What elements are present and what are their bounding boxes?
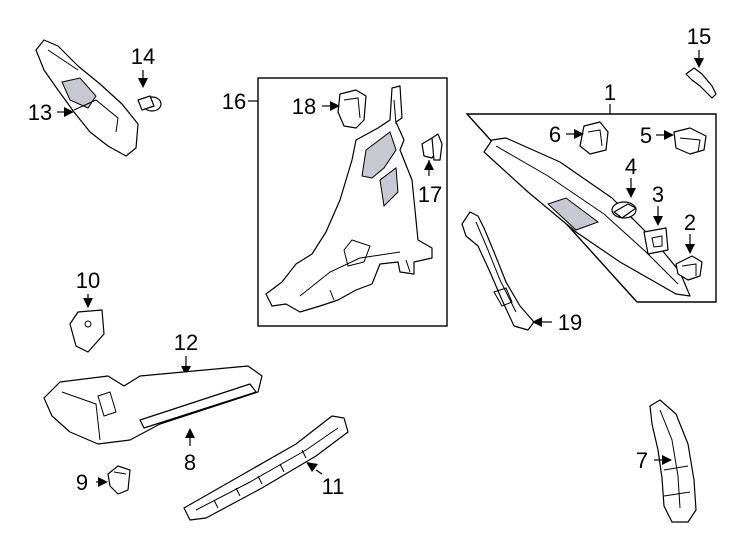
part-4-screw — [611, 178, 637, 219]
callout-1: 1 — [604, 80, 616, 105]
callout-16: 16 — [222, 89, 246, 114]
callout-6: 6 — [549, 122, 561, 147]
part-13-upper-trim — [35, 39, 139, 157]
callout-4: 4 — [625, 154, 637, 179]
part-3-pad — [643, 206, 669, 255]
part-9-clip — [96, 465, 131, 495]
callout-17: 17 — [418, 182, 442, 207]
part-10-pad — [69, 294, 105, 353]
callout-9: 9 — [76, 470, 88, 495]
callout-12: 12 — [174, 330, 198, 355]
part-17-push-pin — [421, 133, 443, 176]
part-19-bracket — [461, 211, 552, 331]
callout-18: 18 — [292, 94, 316, 119]
group-box-16 — [248, 77, 448, 327]
callout-5: 5 — [640, 123, 652, 148]
callout-10: 10 — [76, 268, 100, 293]
callout-15: 15 — [687, 24, 711, 49]
callout-7: 7 — [636, 448, 648, 473]
part-18-clip — [322, 89, 367, 129]
part-8-sill-plate — [43, 365, 263, 446]
callout-labels: 1 2 3 4 5 6 7 8 9 10 11 12 13 14 15 16 1… — [28, 24, 711, 499]
group-box-1 — [465, 104, 717, 303]
callout-8: 8 — [184, 450, 196, 475]
part-7-arch-trim — [649, 399, 697, 523]
callout-11: 11 — [322, 474, 345, 499]
part-16-pillar-trim — [265, 85, 433, 313]
callout-2: 2 — [684, 210, 696, 235]
part-11-rail — [183, 415, 349, 521]
part-14-screw — [137, 70, 162, 112]
callout-13: 13 — [28, 100, 52, 125]
callout-19: 19 — [558, 310, 582, 335]
callout-3: 3 — [652, 182, 664, 207]
callout-14: 14 — [131, 44, 155, 69]
part-6-clip — [566, 121, 609, 155]
part-2-clip — [675, 234, 703, 281]
part-5-clip — [656, 127, 707, 155]
part-15-hook — [685, 50, 717, 99]
